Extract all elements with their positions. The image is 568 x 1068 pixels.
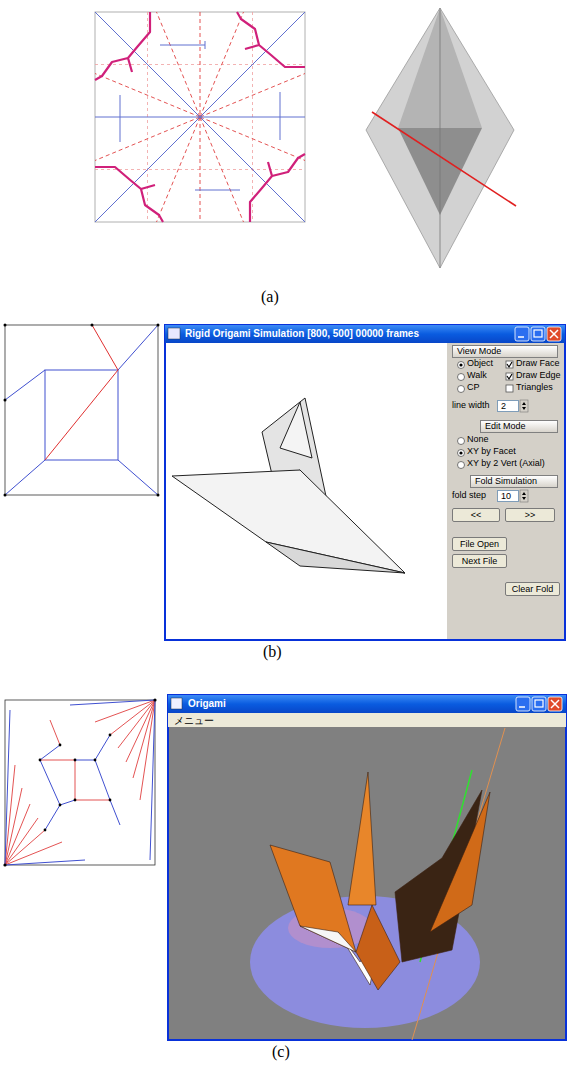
bird-base: [366, 8, 516, 268]
radio-label: Object: [467, 359, 493, 369]
control-text: Edit Mode: [485, 422, 526, 431]
panel-header: Fold Simulation: [470, 475, 558, 488]
push-button: Next File: [452, 554, 507, 568]
checkbox-label: Draw Face: [516, 359, 560, 369]
push-button: >>: [505, 508, 555, 522]
window-title: Rigid Origami Simulation [800, 500] 0000…: [185, 328, 419, 339]
push-button: <<: [452, 508, 500, 522]
radio-label: XY by Facet: [467, 447, 516, 457]
crease-pattern-b: [4, 324, 160, 497]
radio-label: CP: [467, 383, 480, 393]
panel-header: View Mode: [452, 345, 558, 358]
control-text: View Mode: [457, 347, 501, 356]
crease-pattern-a: [95, 12, 305, 222]
control-text: 2: [501, 402, 506, 411]
panel-label: (a): [261, 288, 279, 306]
origami-window: [168, 695, 566, 1040]
panel-label: (c): [272, 1043, 290, 1061]
control-text: 10: [501, 492, 511, 501]
field-label: line width: [452, 401, 490, 411]
field-label: fold step: [452, 491, 486, 501]
panel-header: Edit Mode: [480, 420, 558, 433]
number-input: 10: [497, 490, 519, 502]
simulator-window: [165, 325, 565, 640]
application-window: Rigid Origami Simulation [800, 500] 0000…: [165, 325, 565, 640]
checkbox-label: Draw Edge: [516, 371, 561, 381]
control-text: File Open: [460, 540, 499, 549]
menu-item: メニュー: [174, 714, 214, 728]
control-text: Clear Fold: [512, 585, 554, 594]
crease-pattern-c: [3, 698, 156, 866]
number-input: 2: [497, 400, 519, 412]
radio-label: None: [467, 435, 489, 445]
window-title: Origami: [188, 698, 226, 709]
control-text: <<: [471, 511, 482, 520]
radio-label: XY by 2 Vert (Axial): [467, 459, 545, 469]
push-button: Clear Fold: [505, 582, 560, 596]
panel-label: (b): [263, 643, 282, 661]
control-text: >>: [525, 511, 536, 520]
radio-label: Walk: [467, 371, 487, 381]
control-text: Next File: [462, 557, 498, 566]
checkbox-label: Triangles: [516, 383, 553, 393]
control-text: Fold Simulation: [475, 477, 537, 486]
application-window: Origami メニュー: [168, 695, 566, 1040]
push-button: File Open: [452, 537, 507, 551]
